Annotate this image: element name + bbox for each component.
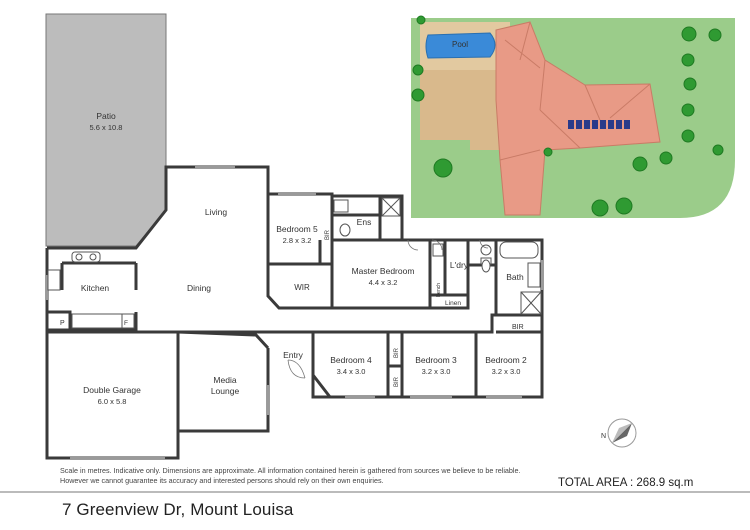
room-master-dims: 4.4 x 3.2 — [369, 278, 398, 287]
bir-bedroom3-label: BIR — [394, 376, 400, 387]
fixtures — [47, 197, 542, 329]
room-entry-name: Entry — [283, 350, 304, 360]
bir-bedroom4-label: BIR — [394, 347, 400, 358]
room-bedroom2-name: Bedroom 2 — [485, 355, 527, 365]
room-bedroom3-name: Bedroom 3 — [415, 355, 457, 365]
room-dining-name: Dining — [187, 283, 211, 293]
room-laundry-name: L'dry — [450, 260, 469, 270]
room-patio-name: Patio — [96, 111, 116, 121]
bir-bedroom2-label: BIR — [512, 324, 524, 331]
compass-north-label: N — [601, 433, 606, 440]
path-area — [420, 70, 500, 150]
solar-panels — [568, 120, 630, 129]
bir-bedroom5-label: BIR — [325, 229, 331, 240]
pantry-label: P — [60, 320, 65, 327]
total-area: TOTAL AREA : 268.9 sq.m — [558, 477, 694, 489]
doors — [287, 239, 489, 379]
trees — [411, 15, 724, 217]
compass: N — [601, 418, 637, 448]
room-linen-name: Linen — [445, 300, 461, 307]
site-plan: Pool — [411, 15, 735, 218]
room-bath-name: Bath — [506, 272, 524, 282]
room-garage-dims: 6.0 x 5.8 — [98, 397, 127, 406]
disclaimer-text: Scale in metres. Indicative only. Dimens… — [60, 466, 521, 485]
room-master-name: Master Bedroom — [352, 266, 415, 276]
room-bedroom2-dims: 3.2 x 3.0 — [492, 367, 521, 376]
pool-label: Pool — [452, 40, 468, 49]
fridge-label: F — [124, 320, 128, 327]
room-living-name: Living — [205, 207, 227, 217]
pool — [425, 32, 496, 59]
room-wir-name: WIR — [294, 283, 310, 292]
room-kitchen-name: Kitchen — [81, 283, 110, 293]
floor-plan: Pool — [45, 13, 735, 460]
room-bedroom5-dims: 2.8 x 3.2 — [283, 236, 312, 245]
room-ensuite-name: Ens — [357, 217, 372, 227]
room-bedroom4-name: Bedroom 4 — [330, 355, 372, 365]
windows — [46, 166, 543, 459]
divider — [0, 491, 750, 493]
property-address: 7 Greenview Dr, Mount Louisa — [62, 500, 294, 519]
room-bench-name: Bench — [436, 283, 442, 297]
room-media-line2: Lounge — [211, 386, 240, 396]
room-bedroom3-dims: 3.2 x 3.0 — [422, 367, 451, 376]
room-media-name: Media — [213, 375, 236, 385]
room-bedroom4-dims: 3.4 x 3.0 — [337, 367, 366, 376]
room-garage-name: Double Garage — [83, 385, 141, 395]
room-bedroom5-name: Bedroom 5 — [276, 224, 318, 234]
room-patio-dims: 5.6 x 10.8 — [90, 123, 123, 132]
